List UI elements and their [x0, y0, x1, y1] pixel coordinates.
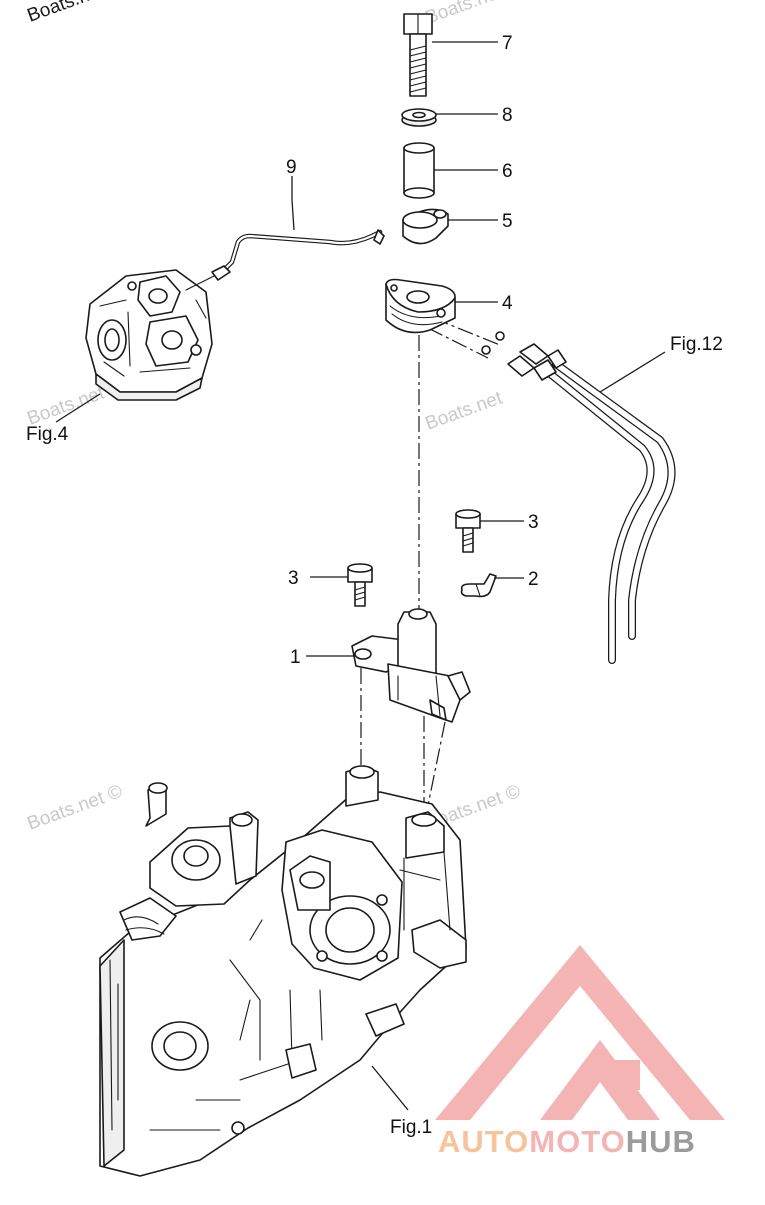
- watermark: Boats.net: [423, 0, 506, 29]
- part-3-bolt-left: [347, 563, 373, 607]
- logo-word-auto: AUTO: [438, 1124, 529, 1159]
- callout-4: 4: [502, 293, 513, 314]
- part-1-bracket: [351, 608, 471, 723]
- leader-fig4: [55, 393, 101, 423]
- callout-2: 2: [528, 569, 539, 590]
- axis-line: [427, 327, 489, 359]
- part-7-bolt: [403, 13, 433, 97]
- automotohub-logo: AUTOMOTOHUB: [435, 945, 725, 1159]
- callout-5: 5: [502, 211, 513, 232]
- throttle-cables: [481, 331, 676, 664]
- part-4-throttle-cam: [385, 278, 456, 334]
- callout-3-right: 3: [528, 512, 539, 533]
- watermark: Boats.net ©: [25, 781, 126, 835]
- watermark: Boats.net: [25, 0, 108, 27]
- assembly-axes: [360, 317, 501, 821]
- leader-fig1: [371, 1065, 409, 1111]
- logo-word-hub: HUB: [626, 1124, 696, 1159]
- fig-4-label: Fig.4: [26, 424, 69, 445]
- watermark: Boats.net: [25, 382, 108, 429]
- logo-triangle-mark: [435, 945, 725, 1120]
- leader-fig12: [599, 351, 666, 393]
- fig-12-label: Fig.12: [670, 334, 723, 355]
- svg-text:AUTOMOTOHUB: AUTOMOTOHUB: [438, 1124, 696, 1159]
- part-8-washer: [401, 108, 437, 127]
- carburetor-illustration: [85, 269, 215, 401]
- callout-7: 7: [502, 33, 513, 54]
- watermark: Boats.net: [423, 387, 506, 434]
- part-3-bolt-right: [455, 509, 481, 553]
- callout-6: 6: [502, 161, 513, 182]
- callout-9: 9: [286, 157, 297, 178]
- part-5-arm: [402, 208, 449, 245]
- leader-lines: [55, 41, 666, 1111]
- logo-word-moto: MOTO: [529, 1124, 625, 1159]
- part-6-collar: [403, 142, 435, 199]
- fig-1-label: Fig.1: [390, 1117, 432, 1138]
- callout-labels: 7 8 6 5 4 9 3 2 3 1: [286, 33, 539, 668]
- part-9-link-rod: [211, 229, 385, 281]
- logo-inner-mark: [540, 1040, 660, 1120]
- callout-8: 8: [502, 105, 513, 126]
- engine-block-illustration: [99, 765, 467, 1177]
- part-2-clip: [460, 573, 497, 598]
- figure-references: Fig.12 Fig.4 Fig.1: [26, 334, 723, 1138]
- callout-3-left: 3: [288, 568, 299, 589]
- leader-9: [291, 176, 295, 231]
- callout-1: 1: [290, 647, 301, 668]
